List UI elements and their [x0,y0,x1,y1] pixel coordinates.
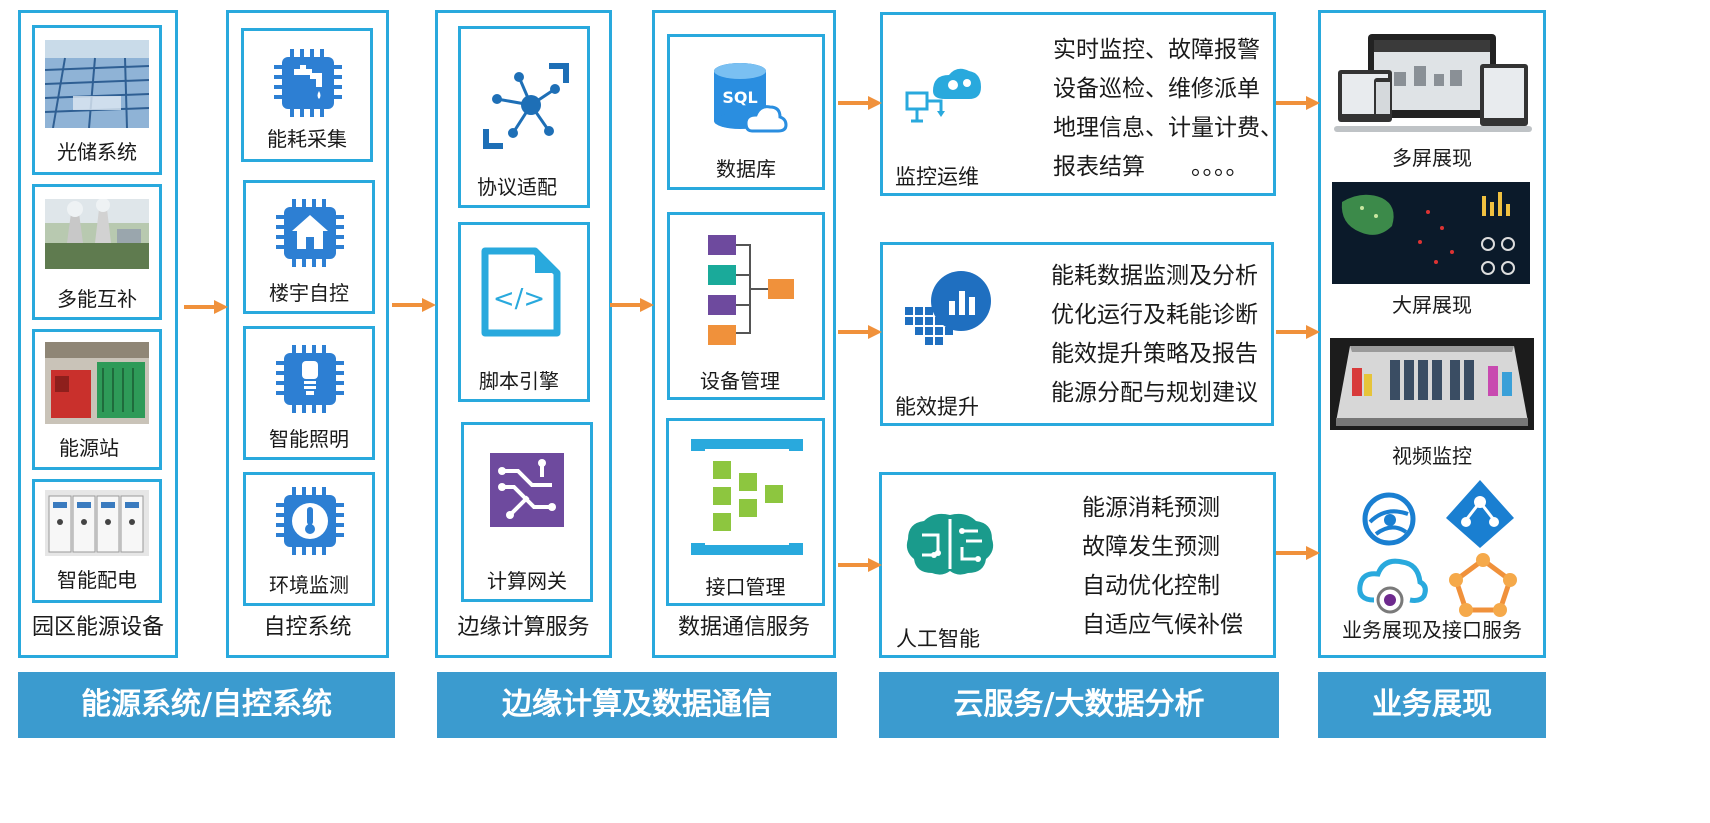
network-nodes-icon [483,63,569,149]
arrow-right-icon [838,558,882,572]
efficiency-line-3: 能效提升策略及报告 [1051,341,1258,367]
efficiency-line-1: 能耗数据监测及分析 [1051,263,1258,289]
arrow-right-icon [838,96,882,110]
pentagon-nodes-icon [1449,553,1517,617]
label-database: 数据库 [716,157,776,181]
card-multi-energy[interactable]: 多能互补 [32,184,162,320]
card-energy-collection[interactable]: 能耗采集 [241,28,373,162]
banner-cloud-bigdata: 云服务/大数据分析 [879,672,1279,738]
solar-farm-image [45,40,149,128]
power-plant-image [45,199,149,269]
label-script-engine: 脚本引擎 [479,369,559,393]
banner-energy-auto: 能源系统/自控系统 [18,672,395,738]
arrow-right-icon [1276,546,1320,560]
globe-network-icon [1362,492,1416,546]
label-compute-gateway: 计算网关 [487,569,567,593]
cloud-node-icon [1357,558,1428,614]
label-protocol-adapter: 协议适配 [477,175,557,199]
switchgear-image [45,490,149,556]
code-glyph: </> [493,284,545,314]
label-env-monitor: 环境监测 [269,573,349,597]
interface-grid-icon [691,439,803,555]
banner-business: 业务展现 [1318,672,1546,738]
label-energy-collection: 能耗采集 [267,127,347,151]
card-solar-storage[interactable]: 光储系统 [32,25,162,175]
ai-line-1: 能源消耗预测 [1082,495,1220,521]
code-file-icon: </> [481,247,561,337]
monitor-ops-line-4: 报表结算 。。。。 [1053,154,1249,180]
label-video-monitor: 视频监控 [1392,444,1472,468]
faucet-chip-icon [274,49,342,117]
card-protocol-adapter[interactable]: 协议适配 [458,26,590,208]
label-smart-lighting: 智能照明 [269,427,349,451]
panel-efficiency[interactable]: 能效提升 能耗数据监测及分析 优化运行及耗能诊断 能效提升策略及报告 能源分配与… [880,242,1274,426]
panel-monitor-ops[interactable]: 监控运维 实时监控、故障报警 设备巡检、维修派单 地理信息、计量计费、 报表结算… [880,12,1283,196]
ai-line-2: 故障发生预测 [1082,534,1220,560]
card-interface-management[interactable]: 接口管理 [666,418,825,606]
ai-line-4: 自适应气候补偿 [1082,612,1243,638]
label-device-management: 设备管理 [700,369,780,393]
column-data-comm-label: 数据通信服务 [677,615,810,640]
house-chip-icon [276,199,344,267]
label-smart-distribution: 智能配电 [57,568,137,592]
efficiency-line-2: 优化运行及耗能诊断 [1051,302,1258,328]
label-big-screen: 大屏展现 [1392,293,1472,317]
column-business-label: 业务展现及接口服务 [1342,618,1522,642]
banner-edge-data: 边缘计算及数据通信 [437,672,837,738]
column-energy-devices-label: 园区能源设备 [31,615,164,640]
label-interface-management: 接口管理 [705,575,786,599]
column-edge-service-label: 边缘计算服务 [457,615,590,640]
label-multi-energy: 多能互补 [57,287,137,311]
diamond-network-icon [1446,480,1514,548]
card-smart-lighting[interactable]: 智能照明 [243,326,375,460]
bulb-chip-icon [276,345,344,413]
arrow-right-icon [392,298,436,312]
monitor-ops-line-2: 设备巡检、维修派单 [1053,76,1260,102]
video-monitor-image [1330,338,1534,430]
efficiency-line-4: 能源分配与规划建议 [1051,380,1258,406]
card-script-engine[interactable]: </> 脚本引擎 [458,222,590,402]
monitor-ops-icon [905,68,981,123]
sql-text: SQL [722,88,757,107]
card-database[interactable]: SQL 数据库 [667,34,825,190]
efficiency-title: 能效提升 [895,395,979,419]
ai-line-3: 自动优化控制 [1082,573,1220,599]
label-solar-storage: 光储系统 [57,140,137,164]
monitor-ops-line-3: 地理信息、计量计费、 [1053,115,1283,141]
arrow-right-icon [184,300,228,314]
ai-brain-icon [906,513,994,575]
circuit-board-icon [490,453,564,527]
thermometer-chip-icon [276,487,344,555]
monitor-ops-title: 监控运维 [895,165,979,189]
multi-screen-image [1334,34,1532,132]
card-smart-distribution[interactable]: 智能配电 [32,479,162,603]
panel-ai[interactable]: 人工智能 能源消耗预测 故障发生预测 自动优化控制 自适应气候补偿 [879,472,1276,658]
label-energy-station: 能源站 [59,436,119,460]
label-building-control: 楼宇自控 [269,281,349,305]
card-building-control[interactable]: 楼宇自控 [243,180,375,314]
ai-title: 人工智能 [896,627,980,651]
card-energy-station[interactable]: 能源站 [32,329,162,470]
monitor-ops-line-1: 实时监控、故障报警 [1053,37,1260,63]
column-auto-control-label: 自控系统 [263,615,352,640]
card-compute-gateway[interactable]: 计算网关 [461,422,593,602]
big-screen-image [1332,182,1530,284]
arrow-right-icon [610,298,654,312]
card-device-management[interactable]: 设备管理 [667,212,825,400]
card-env-monitor[interactable]: 环境监测 [243,472,375,606]
arrow-right-icon [838,325,882,339]
device-tree-icon [708,235,794,345]
efficiency-chart-icon [905,271,991,345]
energy-station-image [45,342,149,424]
arrow-right-icon [1276,325,1320,339]
arrow-right-icon [1276,96,1320,110]
sql-database-icon: SQL [714,63,788,133]
label-multi-screen: 多屏展现 [1392,146,1472,170]
